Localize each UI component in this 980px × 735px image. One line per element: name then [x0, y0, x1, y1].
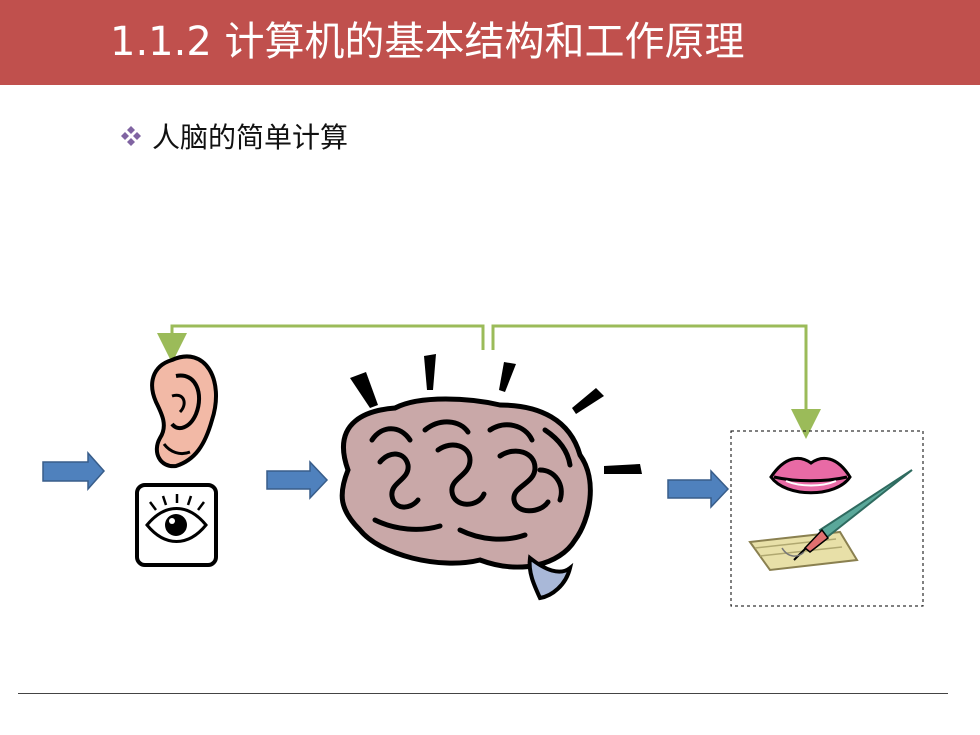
title-bar: 1.1.2 计算机的基本结构和工作原理	[0, 0, 980, 85]
arrow-right-icon	[42, 451, 106, 491]
slide-title: 1.1.2 计算机的基本结构和工作原理	[110, 19, 745, 65]
bullet-text: 人脑的简单计算	[152, 121, 349, 154]
feedback-line-output	[491, 324, 821, 439]
lips-icon	[769, 456, 852, 495]
bottom-divider	[18, 693, 948, 694]
eye-icon	[135, 483, 218, 567]
diamond-bullet-icon	[121, 126, 141, 146]
ear-icon	[150, 354, 218, 469]
arrow-right-icon	[266, 460, 329, 500]
bullet-item: 人脑的简单计算	[118, 116, 348, 156]
output-box	[730, 430, 924, 607]
feedback-line-ear	[157, 324, 485, 363]
quill-pen-icon	[781, 469, 913, 561]
brain-icon	[339, 354, 642, 601]
arrow-right-icon	[667, 469, 730, 509]
